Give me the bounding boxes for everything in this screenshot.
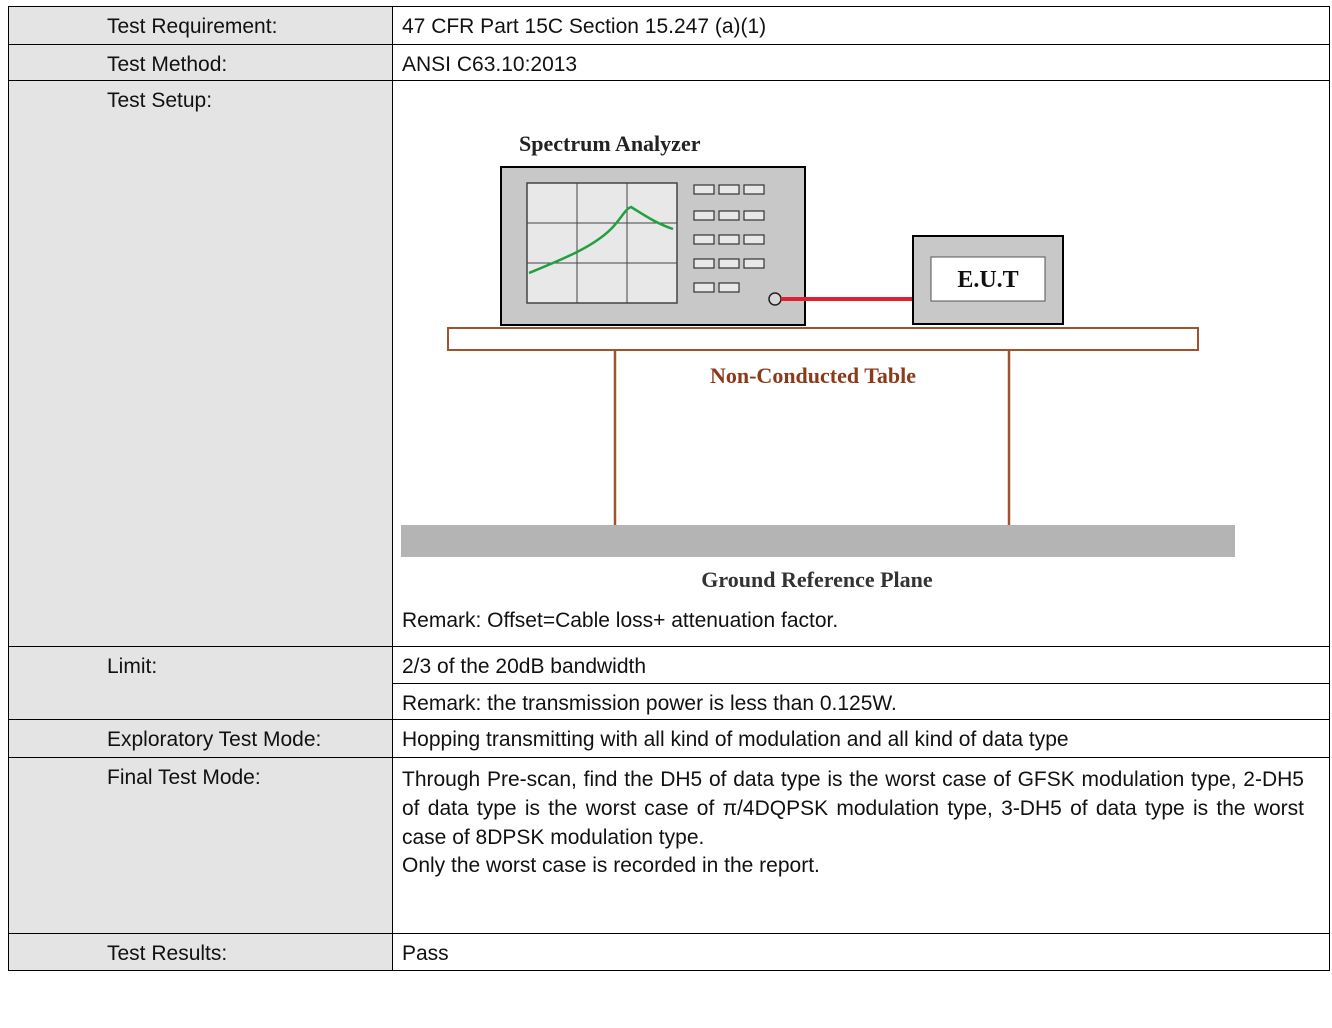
final-test-mode-cell: Through Pre-scan, find the DH5 of data t… xyxy=(392,757,1330,934)
row-limit-remark: Remark: the transmission power is less t… xyxy=(9,683,1330,720)
analyzer-rf-port xyxy=(768,292,782,306)
row-test-setup: Test Setup: Spectrum Analyzer xyxy=(8,80,1330,647)
row-exploratory-test-mode: Exploratory Test Mode: Hopping transmitt… xyxy=(8,719,1330,758)
analyzer-buttons xyxy=(693,184,765,293)
row-final-test-mode: Final Test Mode: Through Pre-scan, find … xyxy=(8,757,1330,934)
non-conducted-table-top xyxy=(447,327,1199,351)
ground-reference-plane-label: Ground Reference Plane xyxy=(701,567,933,592)
analyzer-screen xyxy=(526,182,678,304)
analyzer-trace xyxy=(528,205,674,275)
test-setup-label: Test Setup: xyxy=(8,80,393,647)
test-method-value: ANSI C63.10:2013 xyxy=(392,44,1330,81)
row-test-results: Test Results: Pass xyxy=(8,933,1330,971)
test-method-label: Test Method: xyxy=(8,44,393,81)
final-test-mode-label: Final Test Mode: xyxy=(8,757,393,934)
final-test-mode-note: Only the worst case is recorded in the r… xyxy=(402,854,820,878)
test-requirement-value: 47 CFR Part 15C Section 15.247 (a)(1) xyxy=(392,6,1330,45)
test-requirement-label: Test Requirement: xyxy=(8,6,393,45)
eut-label: E.U.T xyxy=(957,267,1018,293)
non-conducted-table-label: Non-Conducted Table xyxy=(710,363,916,388)
row-test-requirement: Test Requirement: 47 CFR Part 15C Sectio… xyxy=(8,6,1330,45)
test-setup-diagram-area: Spectrum Analyzer xyxy=(393,81,1329,641)
row-test-method: Test Method: ANSI C63.10:2013 xyxy=(8,44,1330,81)
test-setup-cell: Spectrum Analyzer xyxy=(392,80,1330,647)
test-report-table: Test Requirement: 47 CFR Part 15C Sectio… xyxy=(8,6,1330,971)
ground-reference-plane xyxy=(401,525,1235,557)
test-results-value: Pass xyxy=(392,933,1330,971)
spectrum-analyzer-label: Spectrum Analyzer xyxy=(519,131,701,156)
exploratory-test-mode-label: Exploratory Test Mode: xyxy=(8,719,393,758)
exploratory-test-mode-value: Hopping transmitting with all kind of mo… xyxy=(392,719,1330,758)
limit-value: 2/3 of the 20dB bandwidth xyxy=(392,646,1330,684)
test-setup-diagram: Spectrum Analyzer xyxy=(401,131,1235,592)
test-setup-remark: Remark: Offset=Cable loss+ attenuation f… xyxy=(402,609,839,632)
limit-remark: Remark: the transmission power is less t… xyxy=(392,683,1330,720)
limit-label: Limit: xyxy=(8,646,393,720)
row-limit: Limit: 2/3 of the 20dB bandwidth xyxy=(8,646,1330,720)
final-test-mode-value: Through Pre-scan, find the DH5 of data t… xyxy=(402,768,1304,849)
test-results-label: Test Results: xyxy=(8,933,393,971)
